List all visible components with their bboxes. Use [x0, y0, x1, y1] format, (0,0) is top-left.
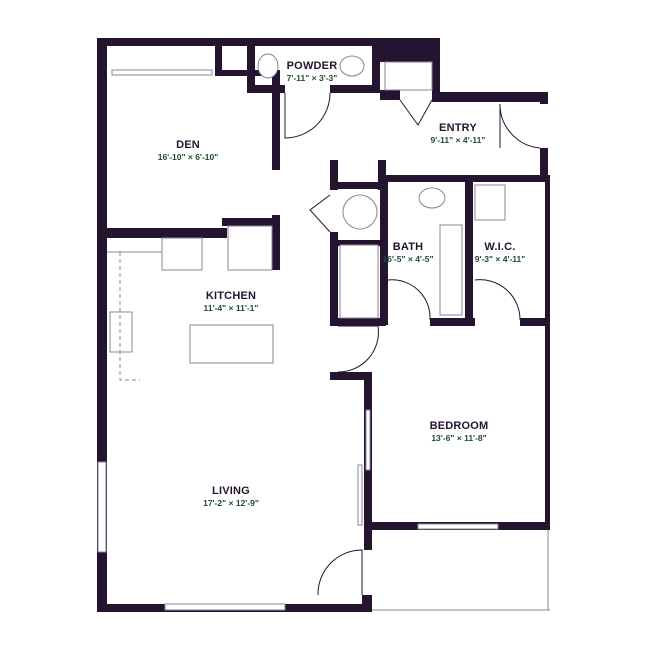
room-powder: POWDER 7'-11" × 3'-3" — [287, 60, 338, 83]
room-name: W.I.C. — [484, 241, 516, 253]
room-kitchen: KITCHEN 11'-4" × 11'-1" — [204, 290, 259, 313]
door-swings — [284, 92, 541, 596]
room-bedroom: BEDROOM 13'-6" × 11'-8" — [430, 420, 489, 443]
room-dimensions: 17'-2" × 12'-9" — [203, 498, 259, 508]
room-name: ENTRY — [439, 122, 477, 134]
room-living: LIVING 17'-2" × 12'-9" — [203, 485, 259, 508]
room-dimensions: 16'-10" × 6'-10" — [157, 152, 219, 162]
room-name: KITCHEN — [205, 290, 257, 302]
room-dimensions: 11'-4" × 11'-1" — [203, 303, 259, 313]
room-dimensions: 7'-11" × 3'-3" — [286, 73, 338, 83]
room-bath: BATH 16'-5" × 4'-5" — [382, 241, 433, 264]
room-den: DEN 16'-10" × 6'-10" — [158, 139, 219, 162]
room-wic: W.I.C. 9'-3" × 4'-11" — [475, 241, 526, 264]
room-dimensions: 16'-5" × 4'-5" — [382, 254, 434, 264]
room-name: LIVING — [212, 485, 250, 497]
room-dimensions: 13'-6" × 11'-8" — [431, 433, 487, 443]
room-name: POWDER — [286, 60, 338, 72]
room-dimensions: 9'-11" × 4'-11" — [430, 135, 486, 145]
windows-and-fixtures — [97, 53, 550, 611]
room-name: BEDROOM — [429, 420, 489, 432]
room-dimensions: 9'-3" × 4'-11" — [474, 254, 526, 264]
room-name: BATH — [392, 241, 424, 253]
room-entry: ENTRY 9'-11" × 4'-11" — [431, 122, 486, 145]
room-name: DEN — [176, 139, 200, 151]
